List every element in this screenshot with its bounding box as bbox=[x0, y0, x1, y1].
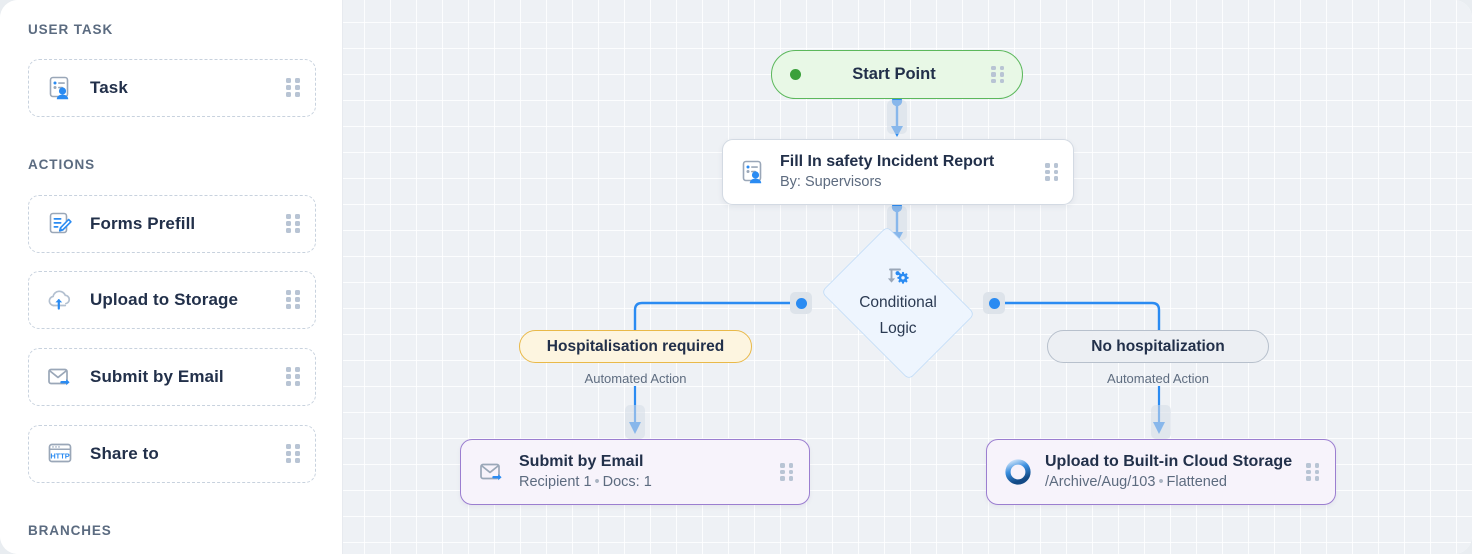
palette-item-forms-prefill[interactable]: Forms Prefill bbox=[28, 195, 316, 253]
start-status-dot-icon bbox=[790, 69, 801, 80]
cloud-ring-icon bbox=[1003, 457, 1033, 487]
drag-handle-icon[interactable] bbox=[286, 444, 300, 464]
connection-handle-right[interactable] bbox=[983, 292, 1005, 314]
condition-gear-icon bbox=[884, 265, 912, 289]
drag-handle-icon[interactable] bbox=[991, 65, 1004, 84]
palette-item-label: Task bbox=[90, 78, 128, 97]
branch-caption-right: Automated Action bbox=[1107, 371, 1209, 386]
node-submit-by-email[interactable]: Submit by Email Recipient 1•Docs: 1 bbox=[460, 439, 810, 505]
meta-docs: Docs: 1 bbox=[602, 474, 652, 491]
task-form-user-icon bbox=[44, 72, 76, 104]
branch-label-hospitalisation-required[interactable]: Hospitalisation required bbox=[519, 330, 752, 363]
palette-item-label: Submit by Email bbox=[90, 367, 224, 386]
node-conditional-logic-label-line1: Conditional bbox=[859, 293, 937, 311]
drag-handle-icon[interactable] bbox=[286, 290, 300, 310]
node-submit-by-email-title: Submit by Email bbox=[519, 453, 644, 471]
node-upload-to-builtin-cloud-storage[interactable]: Upload to Built-in Cloud Storage /Archiv… bbox=[986, 439, 1336, 505]
envelope-arrow-icon bbox=[44, 361, 76, 393]
workflow-canvas[interactable]: Start Point Fill In safety Incident Repo… bbox=[343, 0, 1472, 554]
node-palette-sidebar: USER TASK Task ACTIONS bbox=[0, 0, 343, 554]
drag-handle-icon[interactable] bbox=[1306, 463, 1319, 481]
svg-text:HTTP: HTTP bbox=[50, 451, 69, 460]
task-form-user-icon bbox=[738, 157, 768, 187]
cloud-upload-icon bbox=[44, 284, 76, 316]
drag-handle-icon[interactable] bbox=[286, 214, 300, 234]
edge-arrow-backdrop bbox=[887, 100, 907, 134]
edge-arrow-backdrop bbox=[1151, 405, 1171, 439]
meta-flatten: Flattened bbox=[1166, 474, 1227, 491]
drag-handle-icon[interactable] bbox=[286, 78, 300, 98]
edge-arrow-backdrop bbox=[625, 405, 645, 439]
drag-handle-icon[interactable] bbox=[780, 463, 793, 481]
palette-item-task[interactable]: Task bbox=[28, 59, 316, 117]
node-conditional-logic-label-line2: Logic bbox=[879, 320, 917, 337]
palette-item-label: Upload to Storage bbox=[90, 290, 239, 309]
node-start-point-label: Start Point bbox=[852, 65, 936, 83]
node-upload-text: Upload to Built-in Cloud Storage /Archiv… bbox=[1045, 452, 1306, 492]
palette-item-submit-by-email[interactable]: Submit by Email bbox=[28, 348, 316, 406]
node-submit-by-email-text: Submit by Email Recipient 1•Docs: 1 bbox=[519, 452, 780, 492]
node-fill-in-safety-incident-report[interactable]: Fill In safety Incident Report By: Super… bbox=[722, 139, 1074, 205]
node-submit-by-email-meta: Recipient 1•Docs: 1 bbox=[519, 473, 780, 492]
form-pencil-icon bbox=[44, 208, 76, 240]
envelope-arrow-icon bbox=[477, 457, 507, 487]
meta-separator: • bbox=[1158, 474, 1164, 491]
palette-item-share-to[interactable]: HTTP Share to bbox=[28, 425, 316, 483]
node-task-text: Fill In safety Incident Report By: Super… bbox=[780, 152, 1045, 192]
meta-recipient: Recipient 1 bbox=[519, 474, 592, 491]
meta-separator: • bbox=[594, 474, 600, 491]
branch-caption-left: Automated Action bbox=[584, 371, 687, 386]
drag-handle-icon[interactable] bbox=[1045, 163, 1058, 181]
section-heading-branches: BRANCHES bbox=[28, 523, 112, 538]
section-heading-actions: ACTIONS bbox=[28, 157, 96, 172]
palette-item-upload-to-storage[interactable]: Upload to Storage bbox=[28, 271, 316, 329]
node-conditional-logic-content: Conditional Logic bbox=[810, 237, 986, 369]
http-browser-icon: HTTP bbox=[44, 438, 76, 470]
node-task-title: Fill In safety Incident Report bbox=[780, 153, 995, 171]
branch-label-no-hospitalization[interactable]: No hospitalization bbox=[1047, 330, 1269, 363]
drag-handle-icon[interactable] bbox=[286, 367, 300, 387]
node-start-point[interactable]: Start Point bbox=[771, 50, 1023, 99]
palette-item-label: Share to bbox=[90, 444, 159, 463]
connection-handle-left[interactable] bbox=[790, 292, 812, 314]
node-conditional-logic[interactable]: Conditional Logic bbox=[810, 226, 986, 380]
meta-path: /Archive/Aug/103 bbox=[1045, 474, 1156, 491]
node-upload-title: Upload to Built-in Cloud Storage bbox=[1045, 453, 1293, 471]
palette-item-label: Forms Prefill bbox=[90, 214, 196, 233]
node-task-assignee: By: Supervisors bbox=[780, 174, 882, 191]
node-upload-meta: /Archive/Aug/103•Flattened bbox=[1045, 473, 1306, 492]
section-heading-user-task: USER TASK bbox=[28, 22, 114, 37]
